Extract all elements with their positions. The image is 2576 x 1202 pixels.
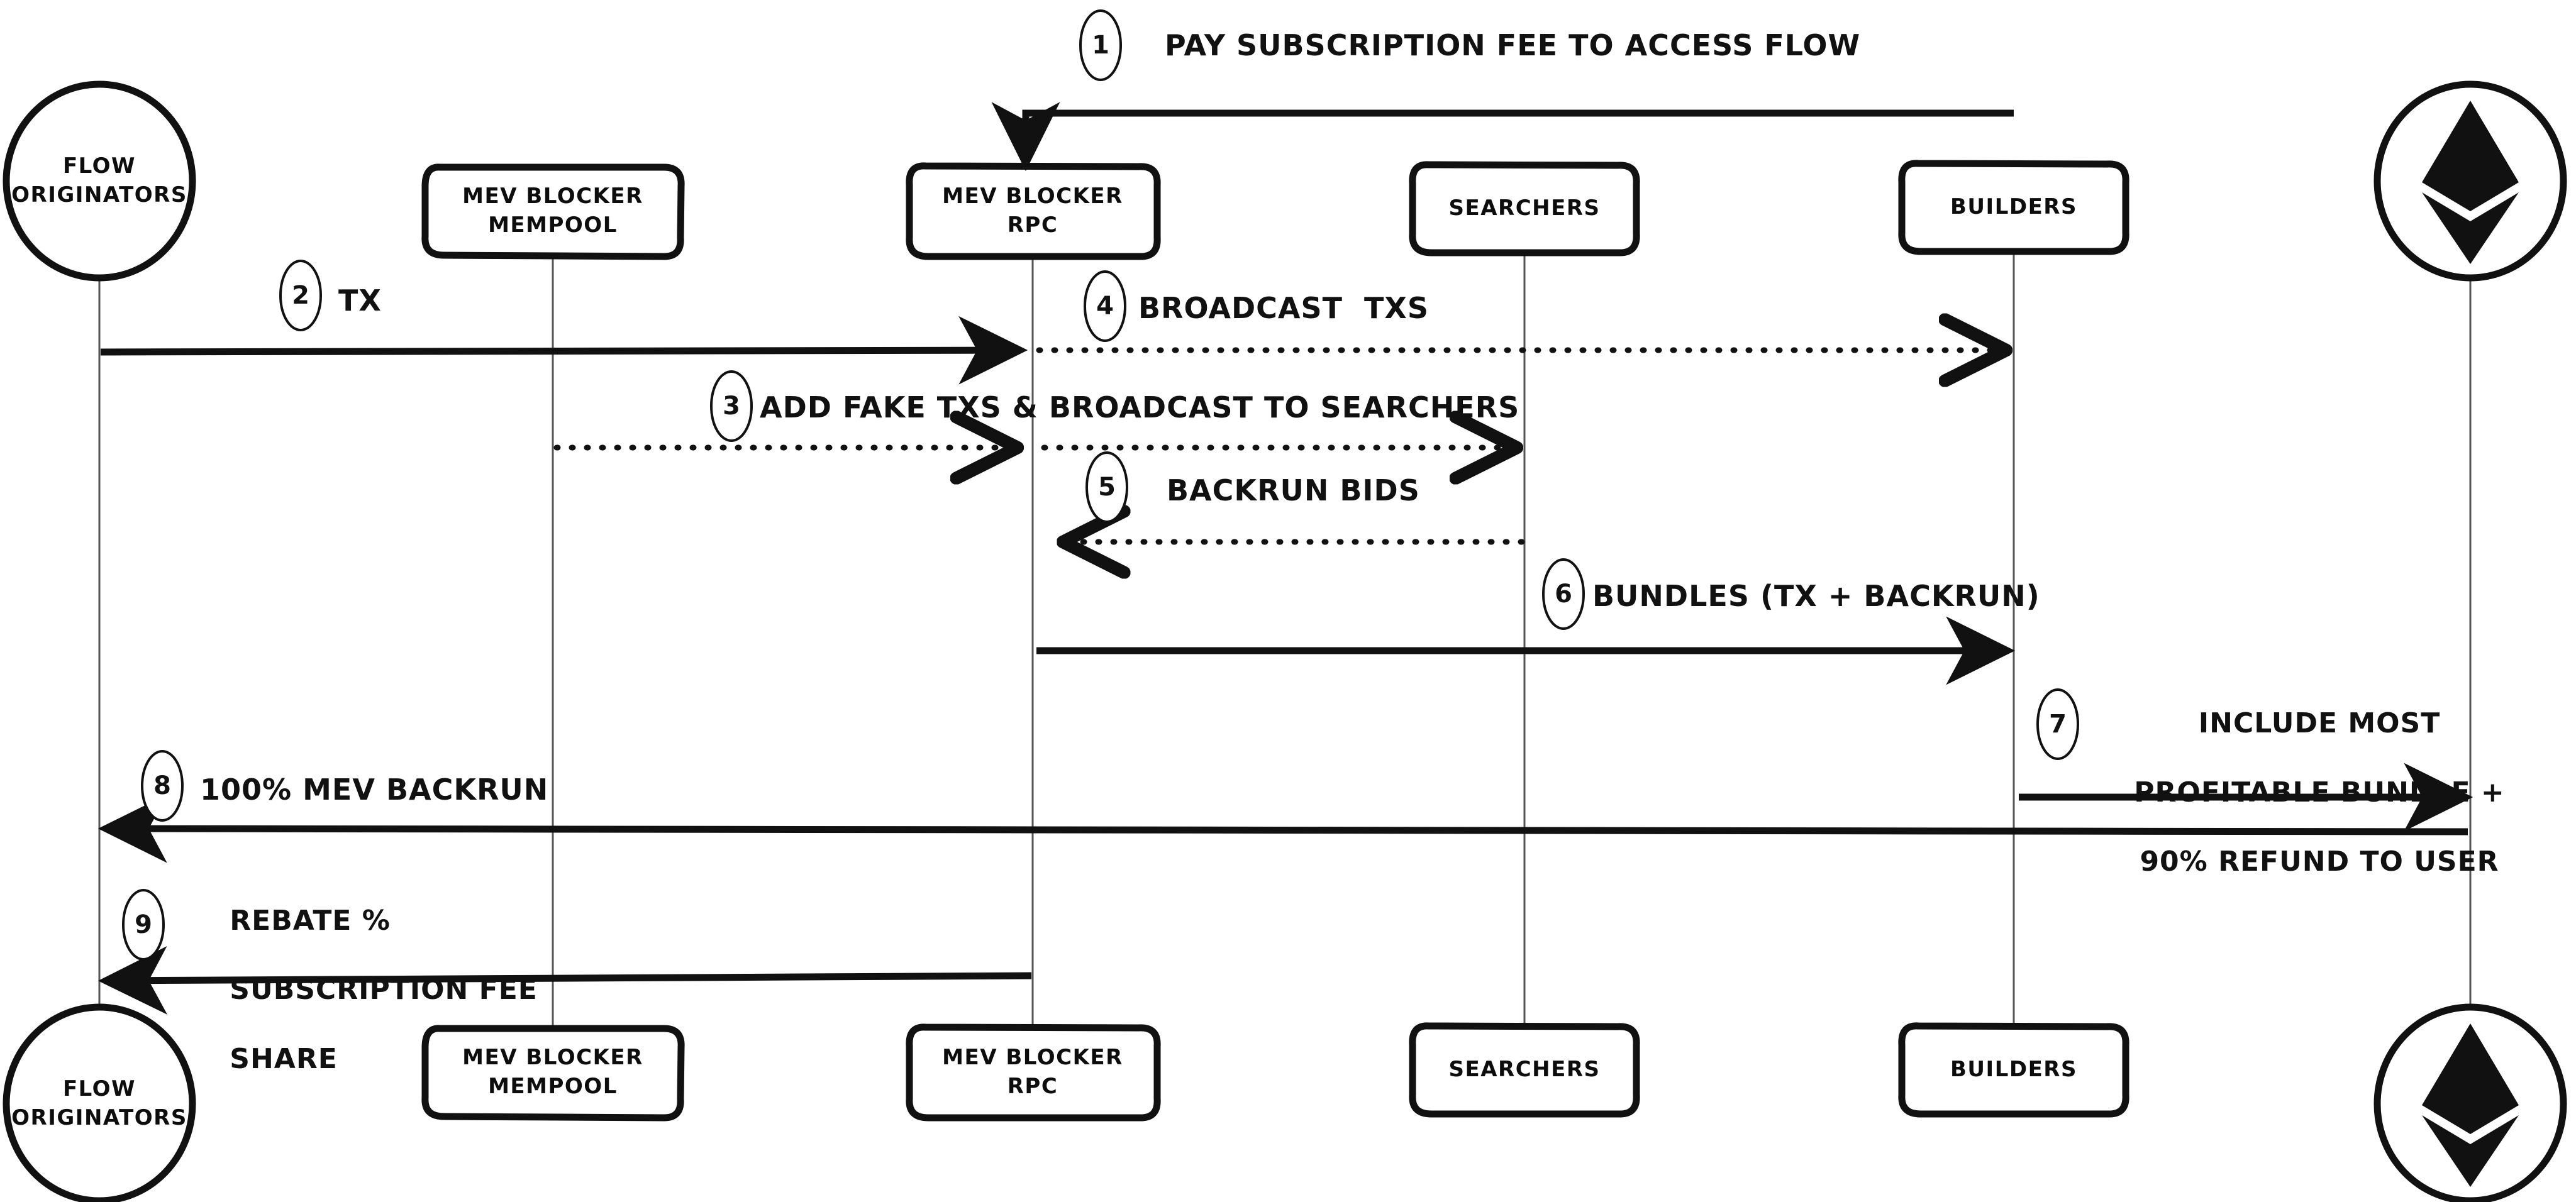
actor-mev-blocker-rpc-top[interactable] (906, 162, 1161, 260)
step-number-circles (122, 9, 2079, 961)
actor-label-builders-top: BUILDERS (1950, 194, 2077, 220)
step-number-7: 7 (2049, 710, 2067, 739)
message-7-label-line3: 90% REFUND TO USER (2140, 846, 2499, 878)
step-9-circle (122, 889, 165, 961)
actor-builders-bottom[interactable] (1898, 1022, 2129, 1118)
step-7-circle (2036, 688, 2079, 760)
actor-label-builders-bottom: BUILDERS (1950, 1057, 2077, 1083)
message-9-label: REBATE % SUBSCRIPTION FEE SHARE (189, 869, 538, 1111)
actor-searchers-bottom[interactable] (1409, 1022, 1640, 1118)
step-1-circle (1079, 9, 1122, 81)
message-7-label-line1: INCLUDE MOST (2198, 707, 2441, 739)
step-number-3: 3 (723, 392, 740, 421)
step-number-1: 1 (1092, 31, 1109, 60)
message-8-arrow (97, 794, 2468, 863)
step-3-circle (710, 370, 753, 442)
actor-label-searchers-bottom: SEARCHERS (1448, 1057, 1601, 1083)
message-2-label: TX (338, 284, 382, 317)
message-1-label: PAY SUBSCRIPTION FEE TO ACCESS FLOW (1165, 28, 1861, 62)
message-9-label-line1: REBATE % (230, 905, 391, 937)
step-number-2: 2 (292, 281, 309, 310)
step-number-4: 4 (1096, 292, 1114, 321)
actor-mev-blocker-mempool-bottom[interactable] (421, 1025, 685, 1122)
step-number-5: 5 (1098, 473, 1116, 502)
message-7-label: INCLUDE MOST PROFITABLE BUNDLE + 90% REF… (2093, 671, 2505, 913)
step-2-circle (279, 260, 322, 331)
message-9-label-line3: SHARE (230, 1043, 338, 1075)
actor-mev-blocker-mempool-top[interactable] (421, 163, 685, 260)
step-4-circle (1084, 270, 1126, 342)
message-8-label: 100% MEV BACKRUN (200, 773, 549, 807)
message-6-label: BUNDLES (TX + BACKRUN) (1592, 579, 2040, 613)
message-7-label-line2: PROFITABLE BUNDLE + (2134, 776, 2505, 808)
actor-flow-originators-top[interactable] (3, 80, 196, 282)
actor-builders-top[interactable] (1898, 160, 2129, 255)
actor-shapes-top (3, 80, 2567, 282)
step-number-9: 9 (135, 910, 152, 939)
message-1-arrow (991, 102, 2014, 172)
message-5-label: BACKRUN BIDS (1167, 473, 1420, 507)
step-number-6: 6 (1555, 580, 1572, 609)
message-2-arrow (100, 316, 1028, 385)
actor-label-searchers-top: SEARCHERS (1448, 196, 1601, 221)
ethereum-logo-icon-bottom (2422, 1023, 2519, 1187)
ethereum-logo-icon-top (2422, 101, 2519, 264)
step-number-8: 8 (153, 771, 171, 800)
step-5-circle (1085, 451, 1128, 523)
step-8-circle (141, 750, 184, 822)
message-9-label-line2: SUBSCRIPTION FEE (230, 974, 538, 1006)
actor-shapes-bottom (3, 1003, 2567, 1202)
message-9-arrow (97, 946, 1032, 1015)
actor-searchers-top[interactable] (1409, 161, 1640, 256)
step-6-circle (1542, 558, 1585, 630)
actor-mev-blocker-rpc-bottom[interactable] (906, 1023, 1161, 1122)
message-4-label: BROADCAST TXS (1138, 291, 1430, 325)
message-3-label: ADD FAKE TXS & BROADCAST TO SEARCHERS (760, 390, 1520, 424)
